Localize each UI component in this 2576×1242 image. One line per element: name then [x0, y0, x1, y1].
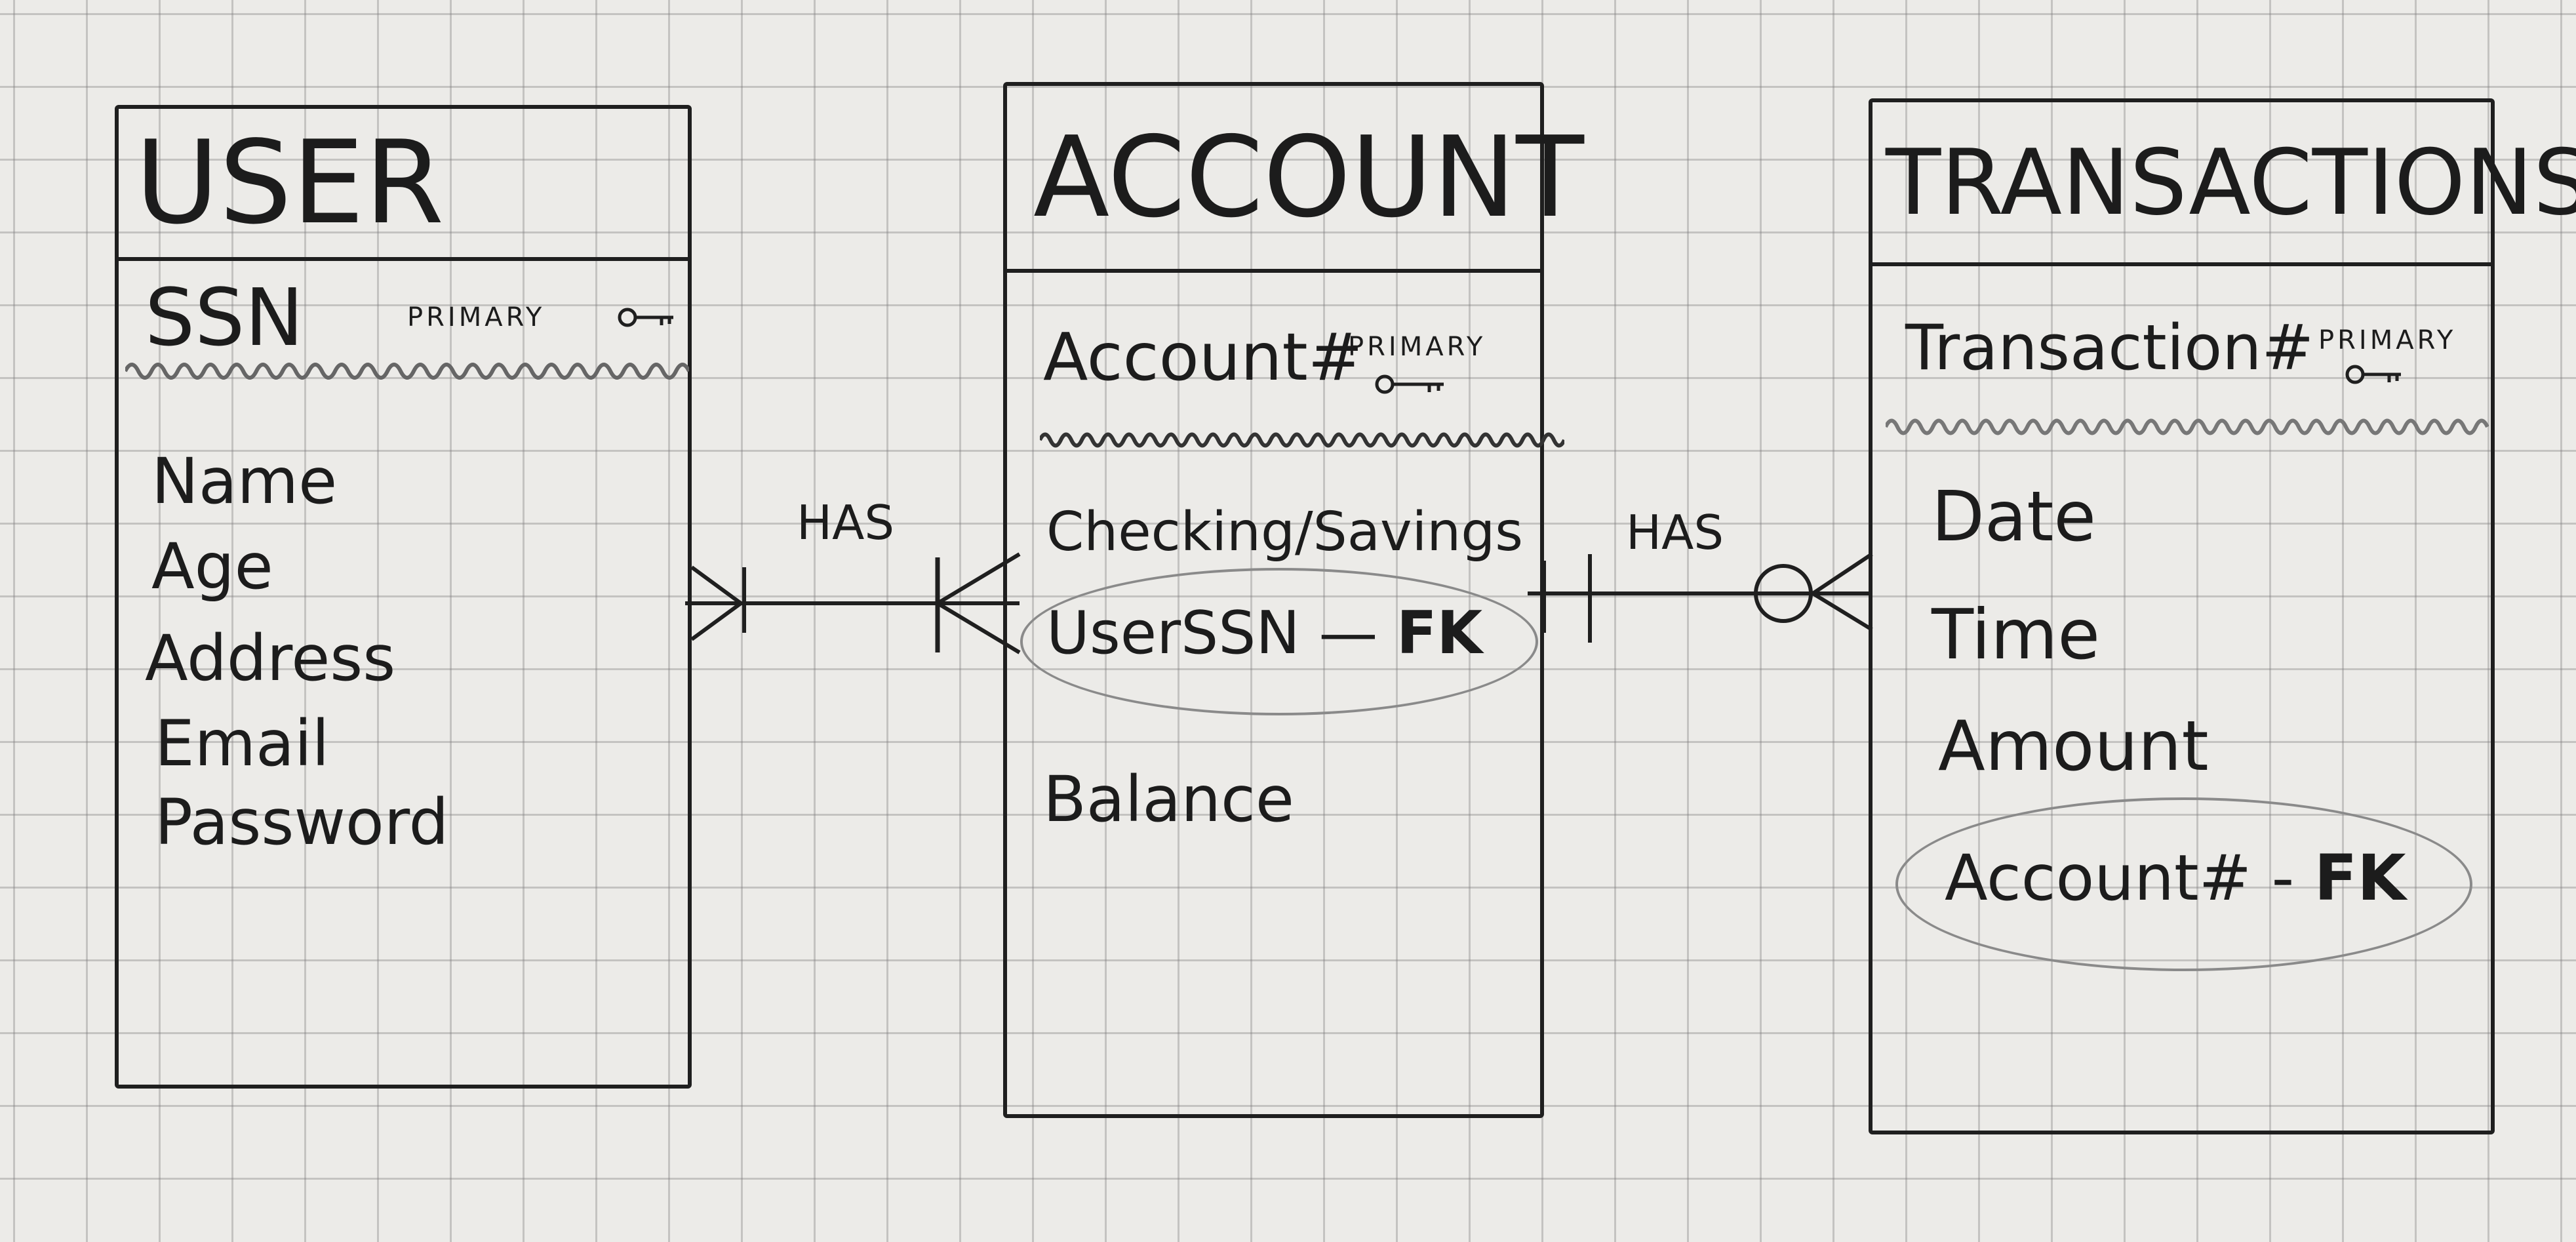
- relationship-label-user-account: HAS: [797, 495, 895, 550]
- account-entity-title: ACCOUNT: [1007, 86, 1584, 273]
- user-key-icon: [618, 308, 673, 327]
- account-side-crowfoot: [934, 552, 1021, 654]
- transactions-side-crowfoot: [1809, 552, 1873, 631]
- account-attribute-balance: Balance: [1043, 763, 1294, 836]
- account-entity: ACCOUNT Account# PRIMARY Checking/Saving…: [1003, 82, 1584, 1118]
- user-attribute-age: Age: [151, 530, 273, 603]
- user-primary-key-tag: PRIMARY: [407, 302, 545, 332]
- account-attribute-checking-savings: Checking/Savings: [1046, 501, 1524, 563]
- relationship-label-account-transactions: HAS: [1626, 505, 1724, 560]
- transactions-entity: TRANSACTIONS Transaction# PRIMARY Date T…: [1869, 98, 2576, 1134]
- transactions-primary-key-name: Transaction#: [1905, 312, 2314, 384]
- transactions-attribute-amount: Amount: [1938, 706, 2209, 786]
- transactions-attribute-date: Date: [1932, 477, 2096, 557]
- user-attribute-name: Name: [151, 445, 338, 518]
- account-foreign-key-name: UserSSN: [1046, 599, 1300, 668]
- account-key-icon: [1375, 374, 1444, 394]
- user-side-arrow: [690, 565, 745, 641]
- account-foreign-key-highlight: [1020, 568, 1538, 715]
- transactions-key-icon: [2345, 365, 2401, 384]
- transactions-foreign-key-dash: -: [2271, 841, 2295, 915]
- transactions-foreign-key: Account# - FK: [1945, 847, 2406, 910]
- transactions-primary-key-underline: [1886, 418, 2489, 435]
- transactions-foreign-key-tag: FK: [2314, 841, 2406, 915]
- transactions-primary-key-tag: PRIMARY: [2318, 325, 2457, 355]
- account-foreign-key-tag: FK: [1396, 599, 1483, 668]
- account-foreign-key-dash: —: [1318, 599, 1397, 668]
- transactions-entity-title: TRANSACTIONS: [1873, 102, 2576, 266]
- transactions-attribute-time: Time: [1932, 595, 2100, 675]
- user-entity: USER SSN PRIMARY Name Age Address Email …: [115, 105, 692, 1089]
- account-primary-key-row: Account# PRIMARY: [1007, 283, 1564, 448]
- user-primary-key-row: SSN PRIMARY: [119, 266, 689, 380]
- transactions-foreign-key-highlight: [1895, 797, 2472, 971]
- user-attribute-email: Email: [155, 707, 330, 780]
- account-primary-key-name: Account#: [1043, 319, 1363, 395]
- user-entity-title: USER: [119, 109, 688, 261]
- user-attribute-address: Address: [145, 622, 396, 695]
- account-foreign-key: UserSSN — FK: [1046, 604, 1482, 663]
- user-primary-key-underline: [125, 363, 689, 380]
- account-primary-key-tag: PRIMARY: [1348, 332, 1486, 362]
- transactions-primary-key-row: Transaction# PRIMARY: [1873, 279, 2491, 435]
- user-primary-key-name: SSN: [145, 273, 304, 364]
- user-attribute-password: Password: [155, 786, 449, 859]
- transactions-foreign-key-name: Account#: [1945, 841, 2252, 915]
- account-primary-key-underline: [1040, 432, 1564, 448]
